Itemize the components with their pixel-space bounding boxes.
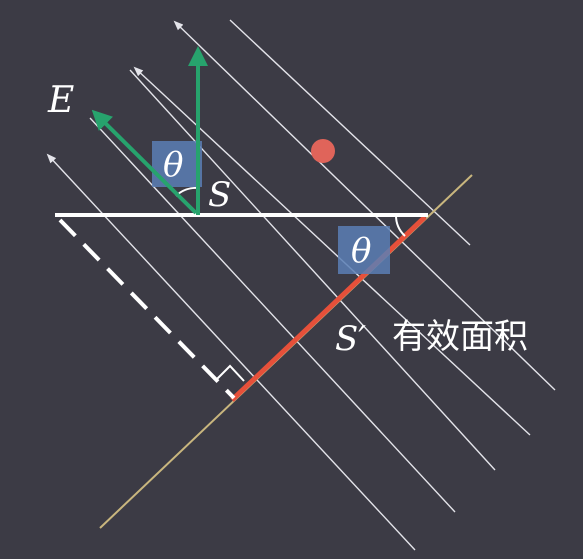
field-line-4 — [133, 66, 531, 436]
angle-arc-bottom — [394, 214, 406, 237]
theta-bottom-label: θ — [351, 231, 371, 271]
field-line-1 — [46, 153, 416, 551]
field-line-6 — [229, 19, 471, 246]
surface-label: S — [208, 175, 231, 215]
field-lines — [46, 19, 556, 551]
dashed-perpendicular — [58, 218, 236, 400]
effective-area-prefix: S′ — [335, 319, 366, 359]
charge-dot — [311, 139, 335, 163]
theta-top-label: θ — [163, 145, 183, 185]
field-line-2 — [89, 117, 456, 513]
field-line-5 — [173, 20, 556, 391]
field-label: E — [47, 80, 74, 121]
field-line-3 — [129, 69, 496, 471]
effective-area-label: 有效面积 — [392, 317, 528, 357]
right-angle-mark — [215, 364, 245, 382]
normal-tilted-arrow — [91, 109, 198, 215]
effective-area-segment — [230, 215, 427, 402]
theta-bottom-box — [338, 226, 390, 274]
